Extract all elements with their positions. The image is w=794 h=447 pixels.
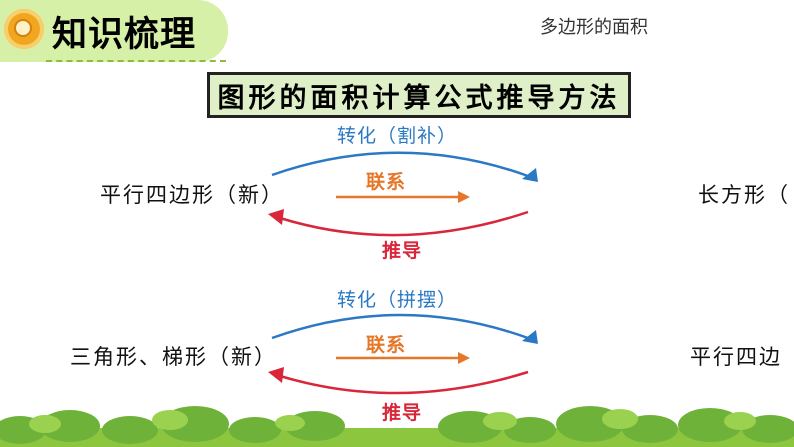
row1-right-shape: 长方形（ <box>698 183 790 207</box>
row1-left-shape: 平行四边形（新） <box>100 183 284 207</box>
main-title: 图形的面积计算公式推导方法 <box>207 72 631 118</box>
row1-relation-arrowhead <box>458 191 470 203</box>
row1-transform-arrowhead <box>522 168 538 182</box>
row2-left-shape: 三角形、梯形（新） <box>70 345 277 369</box>
row2-relation-label: 联系 <box>366 334 407 356</box>
row1-transform-label: 转化（割补） <box>337 125 458 147</box>
topic-label: 多边形的面积 <box>540 17 648 38</box>
row2-transform-label: 转化（拼摆） <box>337 289 458 311</box>
row1-derive-label: 推导 <box>382 240 423 262</box>
section-title: 知识梳理 <box>52 15 197 55</box>
header-dashed-line <box>46 60 226 62</box>
magnifier-lens-icon <box>14 19 32 37</box>
row1-derive-arrow <box>279 210 529 237</box>
row1-relation-label: 联系 <box>366 171 407 193</box>
grass-decoration <box>0 406 794 447</box>
row2-derive-arrow <box>279 370 529 395</box>
row2-relation-arrowhead <box>458 352 470 364</box>
row1-derive-arrowhead <box>268 209 284 225</box>
row2-transform-arrowhead <box>522 330 538 344</box>
row2-right-shape: 平行四边 <box>690 345 782 369</box>
row2-derive-label: 推导 <box>382 402 423 424</box>
